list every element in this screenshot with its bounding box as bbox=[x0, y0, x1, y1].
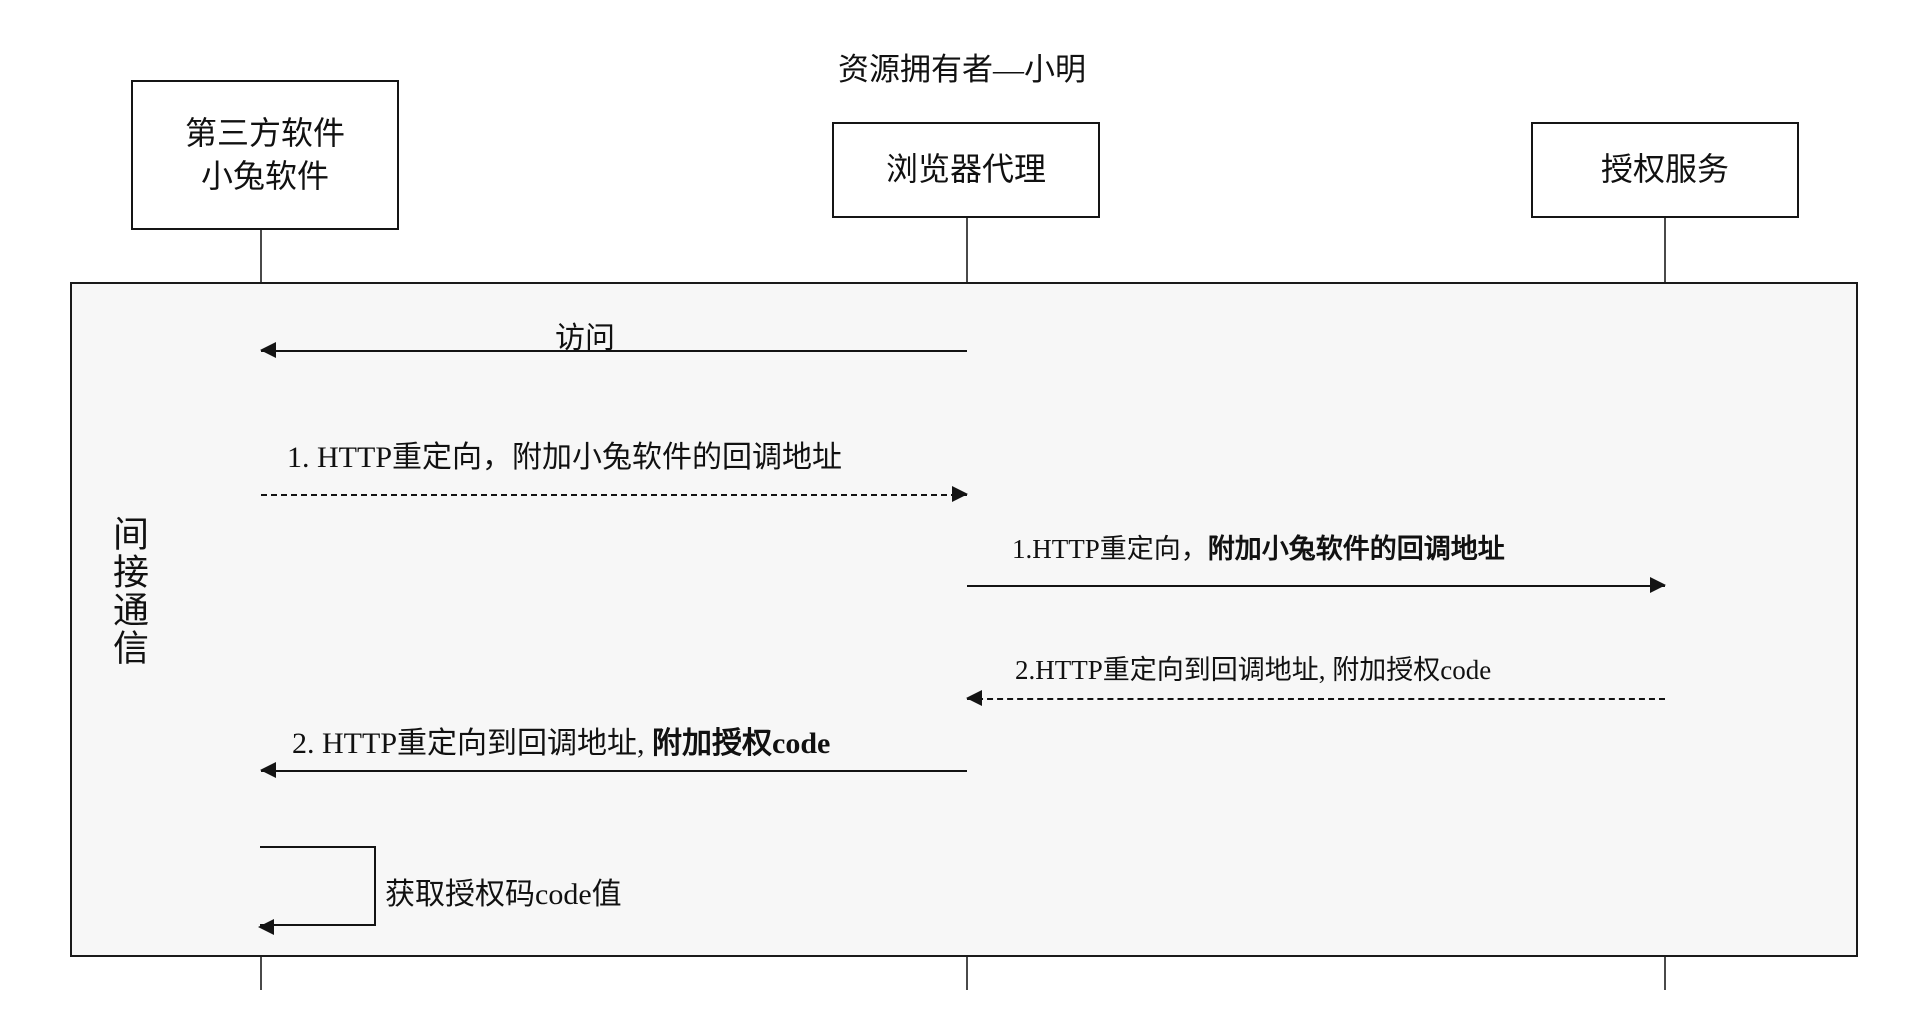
message-label-redirect-1-left: 1. HTTP重定向，附加小兔软件的回调地址 bbox=[287, 432, 842, 476]
message-shaft bbox=[967, 585, 1665, 587]
message-label-redirect-1-right-bold: 附加小兔软件的回调地址 bbox=[1207, 534, 1505, 564]
arrowhead-right-icon bbox=[1650, 577, 1666, 593]
participant-label-line1: 第三方软件 bbox=[184, 114, 345, 151]
message-shaft bbox=[261, 350, 967, 352]
participant-auth-service[interactable]: 授权服务 bbox=[1531, 122, 1799, 218]
participant-label-line2: 小兔软件 bbox=[200, 158, 329, 194]
message-label-redirect-2-left-plain: 2. HTTP重定向到回调地址, bbox=[292, 727, 652, 760]
message-shaft bbox=[967, 698, 1665, 700]
arrowhead-left-icon bbox=[260, 762, 276, 778]
arrowhead-left-icon bbox=[260, 342, 276, 358]
frame-label-indirect-communication: 间接通信 bbox=[108, 515, 148, 667]
arrowhead-left-icon bbox=[258, 918, 274, 935]
message-label-redirect-2-right: 2.HTTP重定向到回调地址, 附加授权code bbox=[1015, 648, 1491, 687]
message-label-redirect-2-left-bold: 附加授权code bbox=[652, 727, 831, 760]
resource-owner-note: 资源拥有者—小明 bbox=[838, 52, 1086, 87]
participant-label-line1: 授权服务 bbox=[1600, 151, 1729, 188]
message-label-redirect-1-left-text: 1. HTTP重定向，附加小兔软件的回调地址 bbox=[287, 441, 842, 474]
message-label-visit-text: 访问 bbox=[555, 322, 615, 355]
arrowhead-right-icon bbox=[952, 486, 968, 502]
self-message-label-text: 获取授权码code值 bbox=[385, 878, 622, 911]
message-shaft bbox=[261, 494, 967, 496]
participant-label-line1: 浏览器代理 bbox=[885, 151, 1046, 188]
message-label-visit: 访问 bbox=[555, 313, 615, 357]
participant-third-party-software[interactable]: 第三方软件 小兔软件 bbox=[131, 80, 399, 230]
participant-browser-agent[interactable]: 浏览器代理 bbox=[832, 122, 1100, 218]
message-label-redirect-1-right-plain: 1.HTTP重定向， bbox=[1012, 534, 1208, 564]
self-message-get-auth-code bbox=[258, 846, 376, 935]
self-message-label-get-auth-code: 获取授权码code值 bbox=[385, 869, 622, 913]
message-label-redirect-2-right-text: 2.HTTP重定向到回调地址, 附加授权code bbox=[1015, 655, 1492, 685]
message-label-redirect-2-left: 2. HTTP重定向到回调地址, 附加授权code bbox=[292, 718, 830, 762]
message-label-redirect-1-right: 1.HTTP重定向，附加小兔软件的回调地址 bbox=[1012, 527, 1505, 566]
arrowhead-left-icon bbox=[966, 690, 982, 706]
message-shaft bbox=[261, 770, 967, 772]
interaction-frame-indirect-communication bbox=[70, 282, 1858, 957]
